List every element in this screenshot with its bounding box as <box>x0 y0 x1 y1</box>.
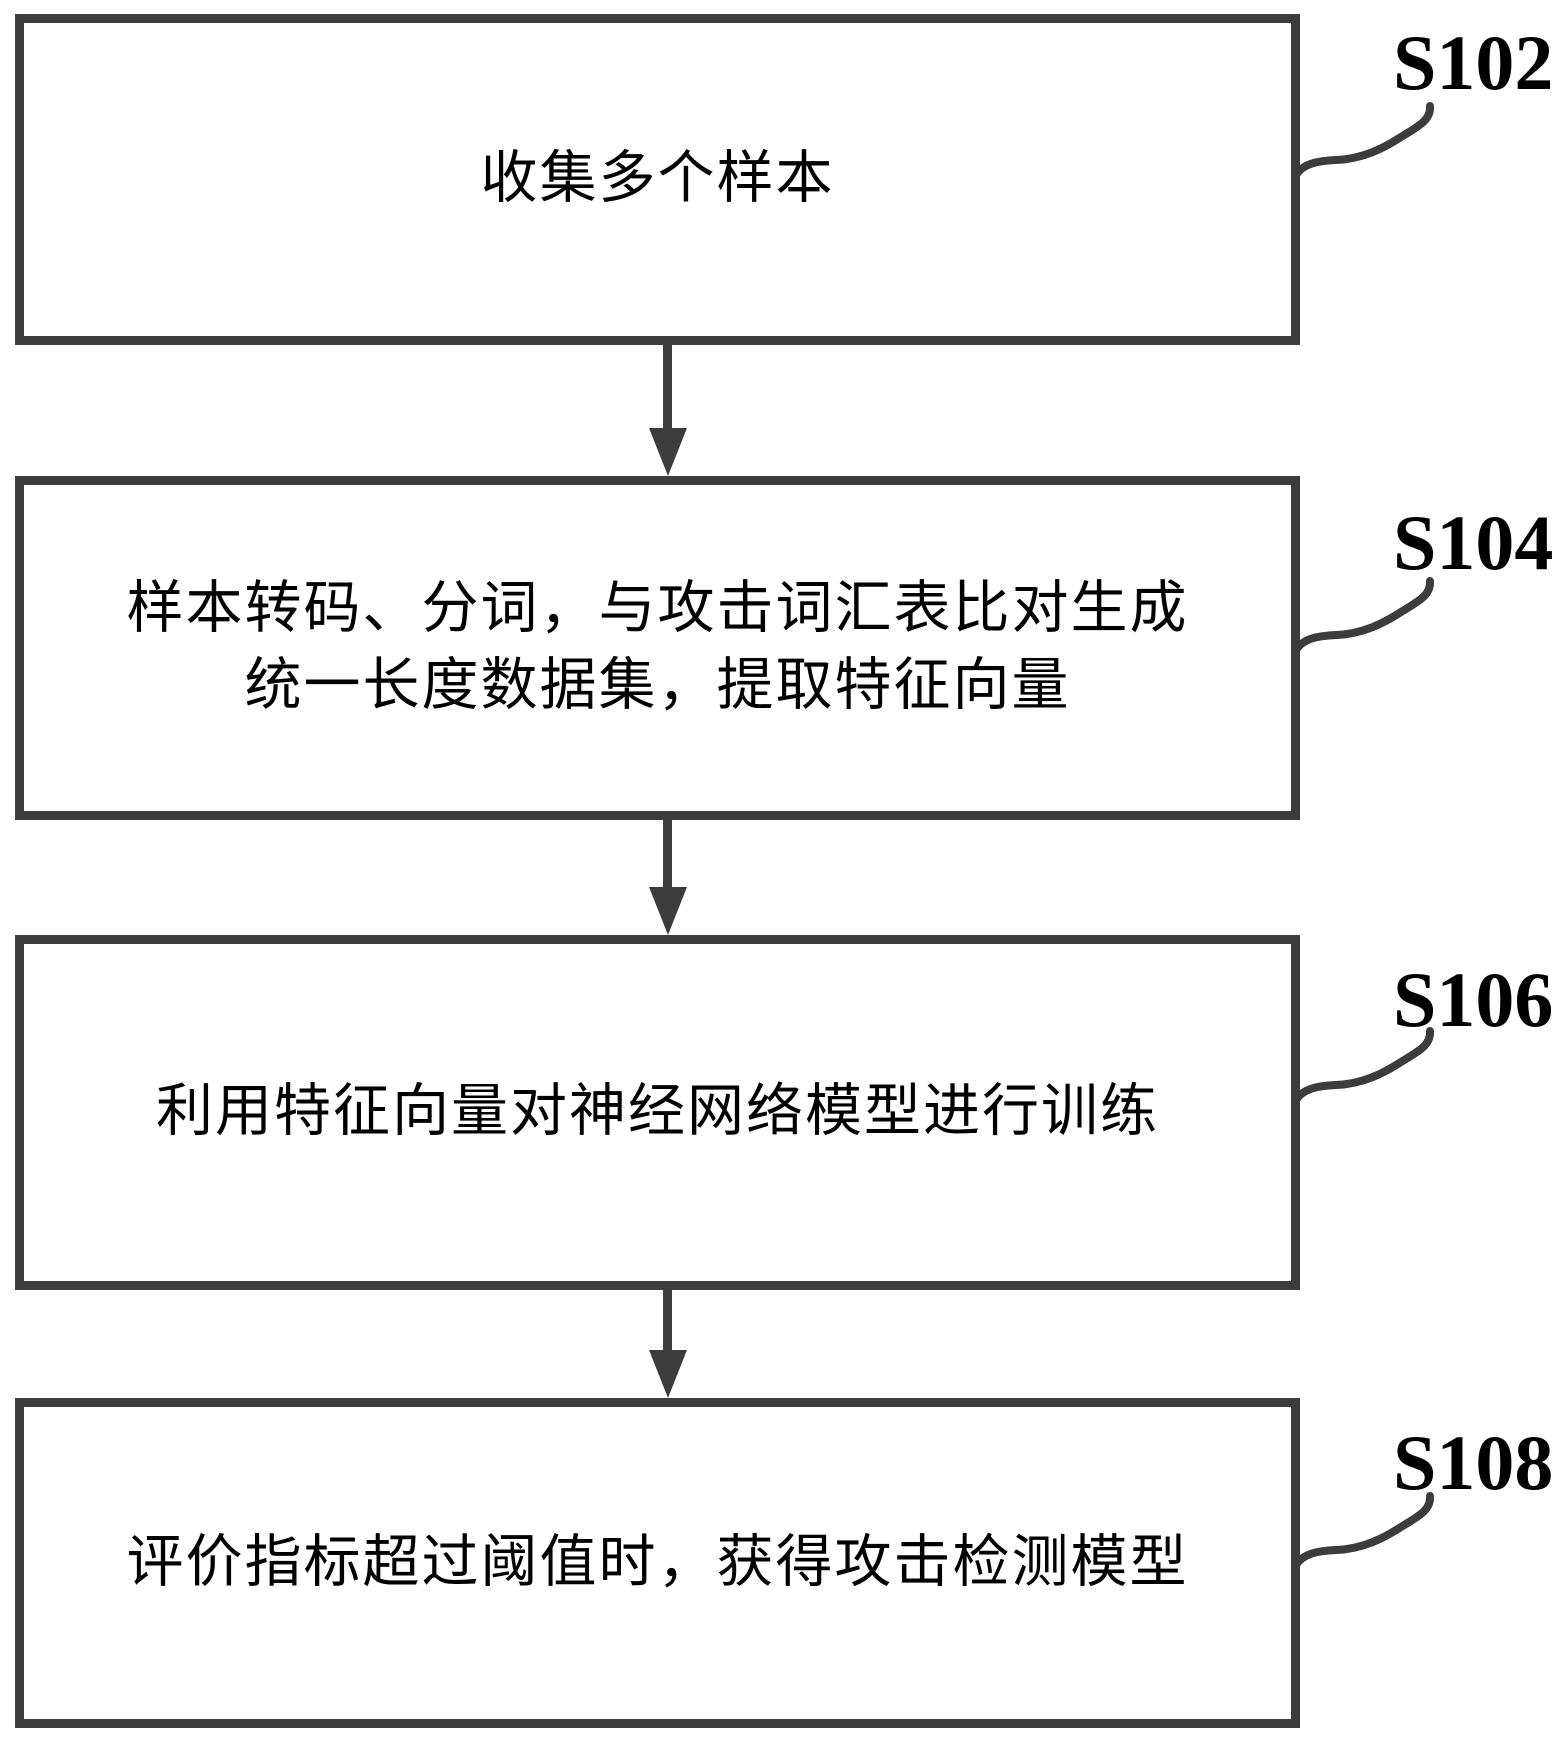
step-label-s104: S104 <box>1393 499 1554 586</box>
arrow-down-icon <box>649 428 687 476</box>
step-box-s104: 样本转码、分词，与攻击词汇表比对生成 统一长度数据集，提取特征向量 <box>15 476 1300 820</box>
step-label-s102: S102 <box>1393 19 1554 106</box>
step-text-line: 评价指标超过阈值时，获得攻击检测模型 <box>126 1530 1189 1594</box>
flow-arrow-2 <box>649 820 687 935</box>
arrow-shaft <box>663 345 672 432</box>
connector-curve-s106 <box>1292 1027 1434 1104</box>
arrow-down-icon <box>649 887 687 935</box>
arrow-down-icon <box>649 1350 687 1398</box>
step-text-line: 利用特征向量对神经网络模型进行训练 <box>156 1080 1159 1144</box>
connector-curve-s102 <box>1292 102 1434 179</box>
step-text-line: 收集多个样本 <box>480 147 835 211</box>
step-text-line: 样本转码、分词，与攻击词汇表比对生成 <box>126 577 1189 641</box>
connector-curve-s108 <box>1292 1492 1434 1569</box>
step-box-s106: 利用特征向量对神经网络模型进行训练 <box>15 935 1300 1290</box>
step-box-s102: 收集多个样本 <box>15 14 1300 345</box>
arrow-shaft <box>663 820 672 891</box>
step-text-line: 统一长度数据集，提取特征向量 <box>244 654 1071 717</box>
step-box-s108: 评价指标超过阈值时，获得攻击检测模型 <box>15 1398 1300 1728</box>
arrow-shaft <box>663 1290 672 1354</box>
step-label-s106: S106 <box>1393 956 1554 1043</box>
connector-curve-s104 <box>1292 577 1434 654</box>
flow-arrow-1 <box>649 345 687 476</box>
step-label-s108: S108 <box>1393 1419 1554 1506</box>
flow-arrow-3 <box>649 1290 687 1398</box>
